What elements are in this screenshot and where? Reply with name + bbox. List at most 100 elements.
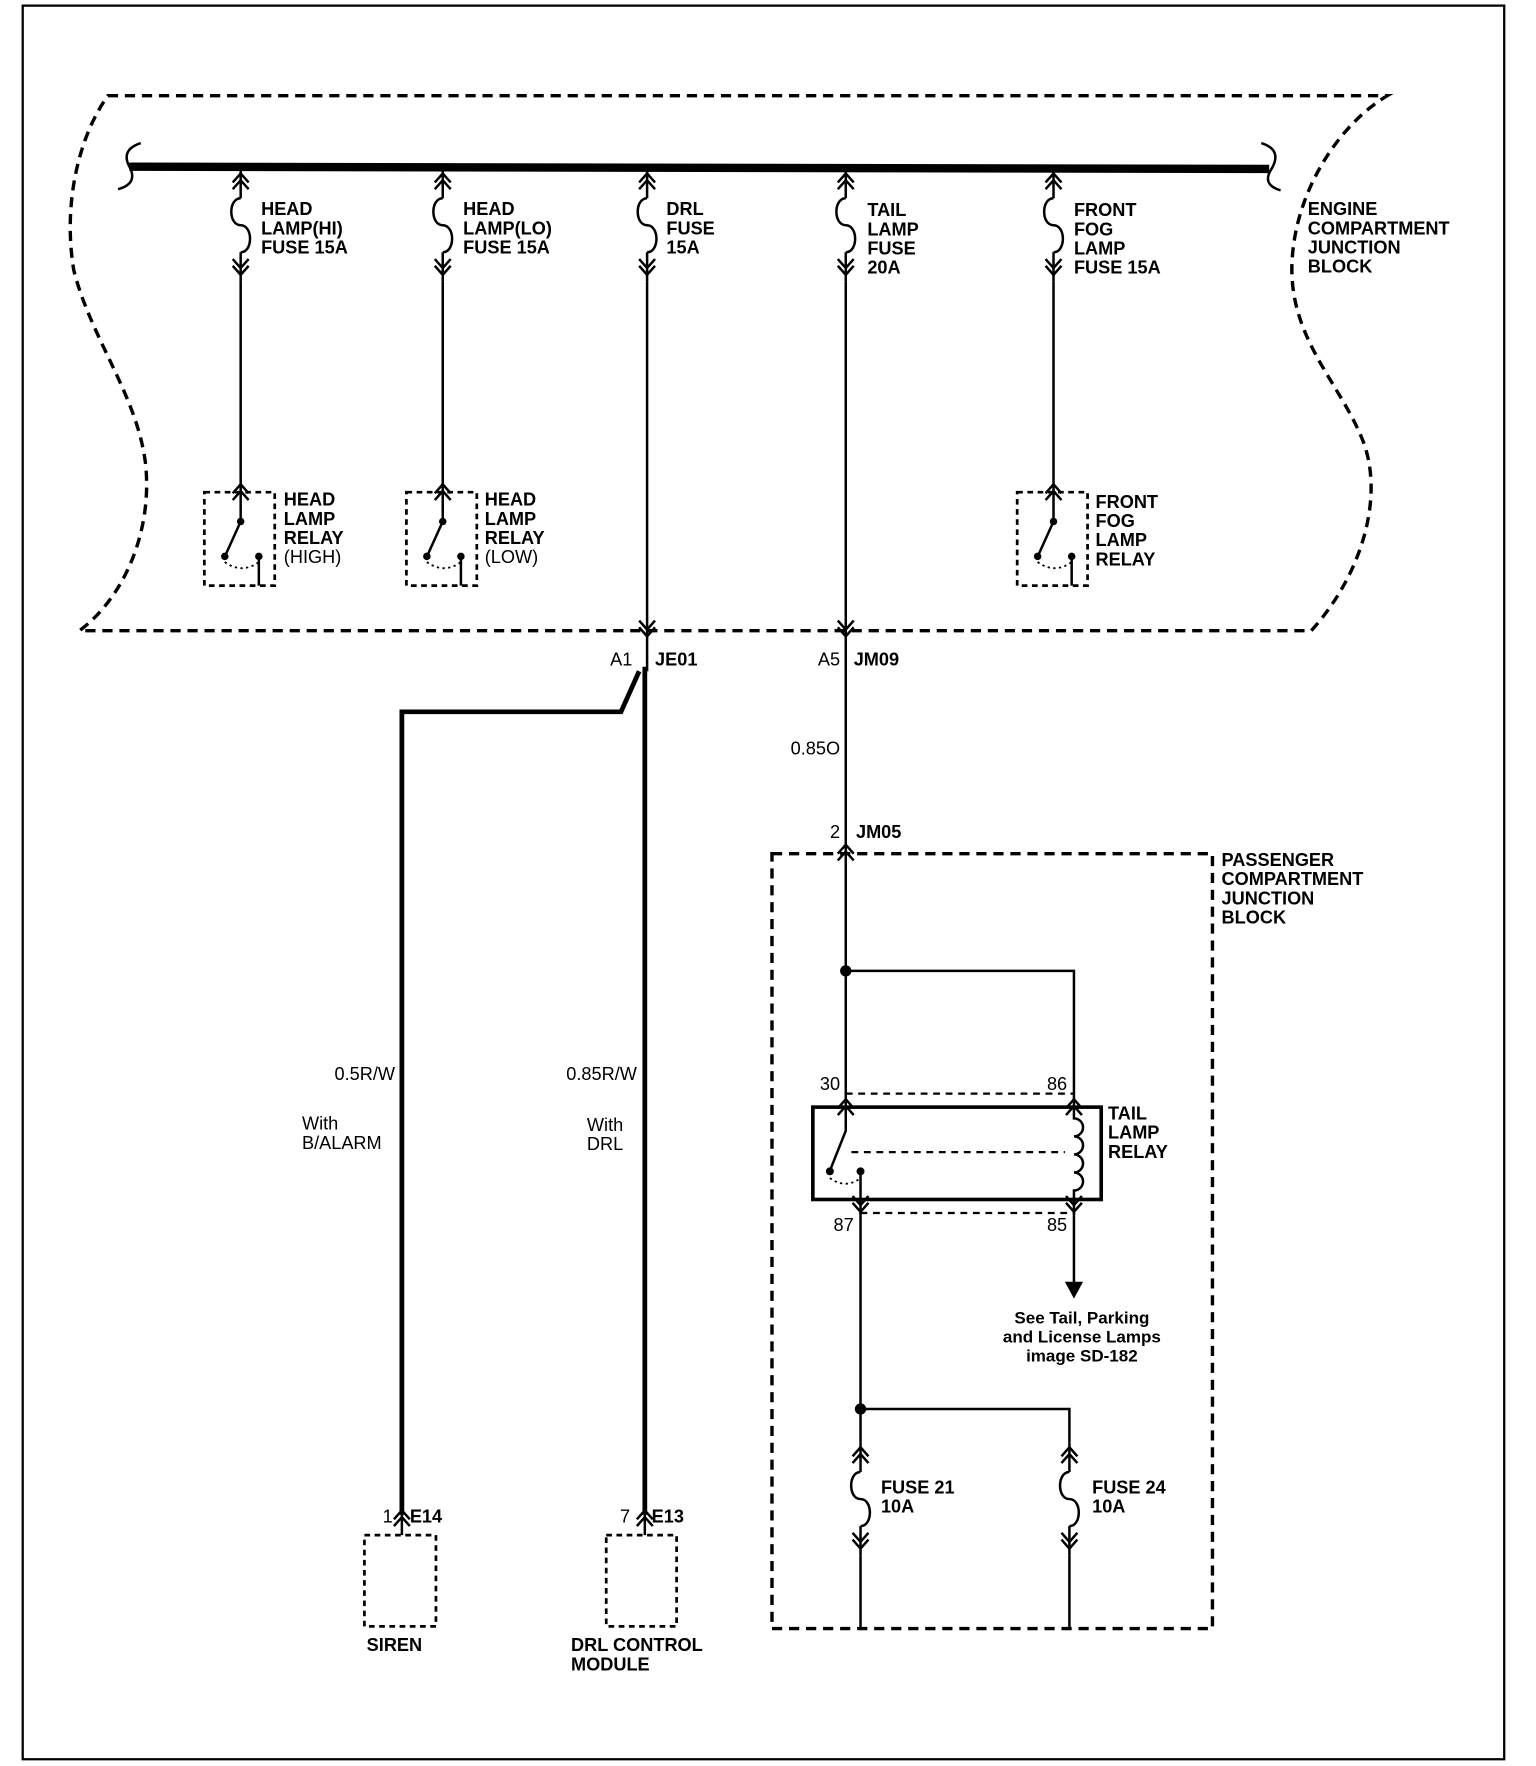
wire-spec: 0.5R/W xyxy=(335,1064,396,1084)
relay-label-line: TAIL xyxy=(1108,1104,1147,1124)
terminal-85-label: 85 xyxy=(1047,1215,1067,1235)
fuse-head-lamp-hi: HEAD LAMP(HI) FUSE 15A xyxy=(230,167,348,283)
engine-block-label-line: JUNCTION xyxy=(1308,237,1401,257)
passenger-block-label-line: JUNCTION xyxy=(1222,888,1315,908)
fuse-label-line: 15A xyxy=(666,237,699,257)
connector-jm05: 2 JM05 xyxy=(830,822,901,862)
engine-block-label-line: COMPARTMENT xyxy=(1308,218,1450,238)
engine-block-label: ENGINE COMPARTMENT JUNCTION BLOCK xyxy=(1308,199,1450,276)
bus-bar xyxy=(117,141,1281,192)
relay-label-line: HEAD xyxy=(485,490,536,510)
relay-body xyxy=(811,1105,1104,1202)
terminal-87-label: 87 xyxy=(834,1215,854,1235)
fuse-label-line: FUSE 21 xyxy=(881,1478,955,1498)
reference-note-line: image SD-182 xyxy=(1026,1347,1138,1366)
connector-pin: 2 xyxy=(830,822,840,842)
reference-note-line: and License Lamps xyxy=(1003,1328,1161,1347)
drl-module-label-line: DRL CONTROL xyxy=(571,1635,703,1655)
connector-jm09: A5 JM09 xyxy=(818,619,899,670)
passenger-compartment-junction-block: PASSENGER COMPARTMENT JUNCTION BLOCK 30 xyxy=(770,846,1364,1631)
relay-label-line: (HIGH) xyxy=(284,547,341,567)
fuse-label-line: FUSE 15A xyxy=(261,237,348,257)
fuse-front-fog-lamp: FRONT FOG LAMP FUSE 15A xyxy=(1042,167,1161,283)
page-frame xyxy=(21,4,1506,1761)
passenger-block-label: PASSENGER COMPARTMENT JUNCTION BLOCK xyxy=(1222,850,1364,927)
passenger-block-label-line: COMPARTMENT xyxy=(1222,869,1364,889)
continuation-arrow-icon xyxy=(1064,1281,1084,1299)
wire-drl-feed-label: 0.85R/W With DRL xyxy=(566,1064,637,1154)
relay-front-fog-lamp: FRONT FOG LAMP RELAY xyxy=(1015,482,1158,588)
bus-bar-right-break xyxy=(1260,141,1281,192)
wire-siren-feed xyxy=(399,670,642,1515)
relay-switch-arm xyxy=(829,1106,848,1169)
bus-bar-left-break xyxy=(117,141,142,191)
switch-contact xyxy=(825,1167,834,1176)
wire-option-line: With xyxy=(302,1114,338,1134)
engine-block-label-line: ENGINE xyxy=(1308,199,1378,219)
fuse-label-line: 10A xyxy=(1092,1497,1125,1517)
connector-id: E14 xyxy=(410,1507,442,1527)
fuse-label-line: FUSE 15A xyxy=(1074,258,1161,278)
connector-id: JM09 xyxy=(854,650,899,670)
fuse-label-line: FUSE xyxy=(666,218,714,238)
connector-pin: A5 xyxy=(818,650,840,670)
fuse-tail-lamp: TAIL LAMP FUSE 20A xyxy=(835,167,919,283)
relay-label-line: LAMP xyxy=(485,509,536,529)
passenger-block-label-line: BLOCK xyxy=(1222,908,1287,928)
passenger-block-label-line: PASSENGER xyxy=(1222,850,1335,870)
fuse-21: FUSE 21 10A xyxy=(849,1441,955,1629)
bus-bar-line xyxy=(129,162,1270,174)
fuse-label-line: HEAD xyxy=(463,199,514,219)
fuse-head-lamp-lo: HEAD LAMP(LO) FUSE 15A xyxy=(432,167,552,283)
wire-option-line: B/ALARM xyxy=(302,1133,382,1153)
fuse-label-line: FRONT xyxy=(1074,200,1137,220)
connector-pin: A1 xyxy=(610,650,632,670)
wire-tail-feed-spec: 0.85O xyxy=(791,739,840,759)
passenger-block-boundary xyxy=(770,852,1215,1631)
reference-note: See Tail, Parking and License Lamps imag… xyxy=(1003,1308,1161,1365)
reference-note-line: See Tail, Parking xyxy=(1014,1308,1149,1327)
wire-option-line: DRL xyxy=(587,1134,623,1154)
fuse-label-line: LAMP(LO) xyxy=(463,218,552,238)
fuse-label-line: 20A xyxy=(867,258,900,278)
fuse-label-line: FUSE 24 xyxy=(1092,1478,1166,1498)
drl-control-module: 7 E13 DRL CONTROL MODULE xyxy=(571,1507,703,1674)
relay-head-lamp-low: HEAD LAMP RELAY (LOW) xyxy=(405,482,545,588)
wire-spec: 0.85R/W xyxy=(566,1064,637,1084)
tail-lamp-relay: 30 86 87 85 TAIL LAMP RELAY xyxy=(811,1074,1168,1235)
wire-relay-86-feed xyxy=(845,969,1076,1107)
relay-label-line: LAMP xyxy=(284,509,335,529)
relay-label-line: LAMP xyxy=(1096,530,1147,550)
relay-label-line: FOG xyxy=(1096,511,1135,531)
wire-siren-feed-label: 0.5R/W With B/ALARM xyxy=(302,1064,395,1153)
fuse-24: FUSE 24 10A xyxy=(1058,1441,1166,1629)
wire-fuse-24-feed xyxy=(860,1407,1071,1443)
fuse-label-line: TAIL xyxy=(867,200,906,220)
wire-option-line: With xyxy=(587,1115,623,1135)
siren-box xyxy=(363,1533,438,1628)
terminal-30-label: 30 xyxy=(820,1074,840,1094)
relay-label-line: HEAD xyxy=(284,490,335,510)
fuse-label-line: LAMP(HI) xyxy=(261,218,343,238)
connector-pin: 1 xyxy=(383,1507,393,1527)
relay-label-line: LAMP xyxy=(1108,1123,1159,1143)
siren-label: SIREN xyxy=(367,1635,422,1655)
drl-module-box xyxy=(604,1533,678,1628)
fuse-label-line: LAMP xyxy=(867,219,918,239)
relay-label-line: RELAY xyxy=(485,528,545,548)
connector-id: JM05 xyxy=(856,822,901,842)
fuse-label-line: FUSE xyxy=(867,239,915,259)
drl-module-label-line: MODULE xyxy=(571,1654,650,1674)
relay-label-line: RELAY xyxy=(284,528,344,548)
connector-id: E13 xyxy=(652,1507,684,1527)
engine-compartment-junction-block: ENGINE COMPARTMENT JUNCTION BLOCK HEAD L… xyxy=(68,94,1450,672)
switch-arc xyxy=(829,1177,862,1185)
relay-label-line: RELAY xyxy=(1108,1142,1168,1162)
relay-label-line: RELAY xyxy=(1096,549,1156,569)
engine-block-label-line: BLOCK xyxy=(1308,257,1373,277)
connector-id: JE01 xyxy=(655,650,697,670)
fuse-label-line: DRL xyxy=(666,199,703,219)
fuse-label-line: FUSE 15A xyxy=(463,237,550,257)
fuse-label-line: LAMP xyxy=(1074,239,1125,259)
